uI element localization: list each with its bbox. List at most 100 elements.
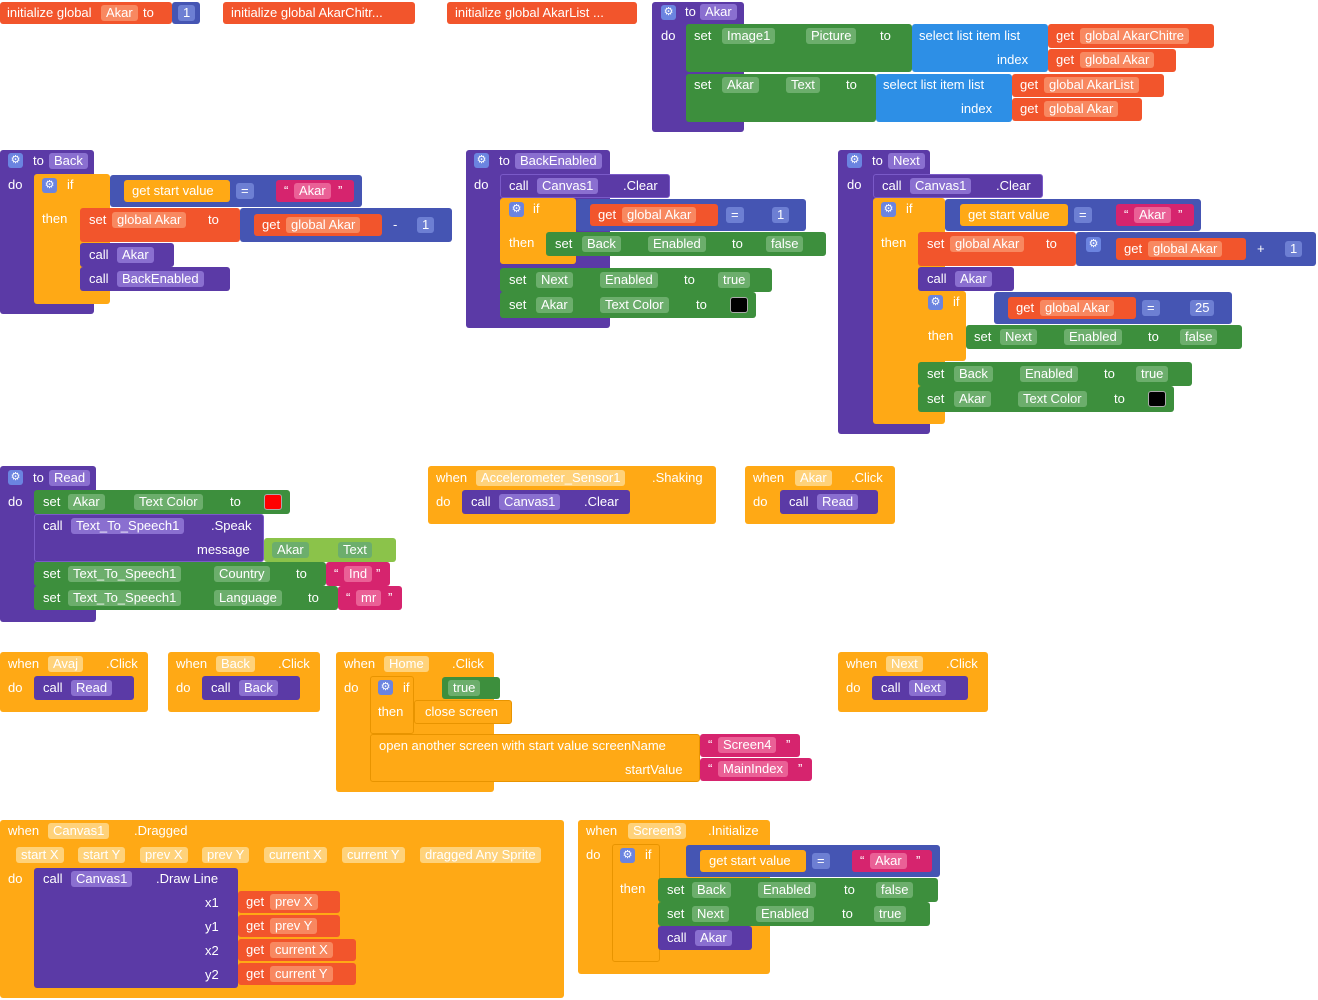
property-dropdown[interactable]: Enabled <box>648 236 706 252</box>
set-akar-textcolor-block[interactable]: set Akar Text Color to <box>34 490 290 514</box>
param-dragged-any-sprite[interactable]: dragged Any Sprite <box>420 847 541 863</box>
set-akar-textcolor-block[interactable]: set Akar Text Color to <box>500 292 756 318</box>
number-value[interactable]: 1 <box>772 207 790 223</box>
variable-dropdown[interactable]: global AkarChitre <box>1080 28 1189 44</box>
text-string-block[interactable]: “ Akar ” <box>852 850 932 872</box>
call-akar-block[interactable]: call Akar <box>80 243 174 267</box>
akar-text-getter-block[interactable]: Akar Text <box>264 538 396 562</box>
boolean-dropdown[interactable]: false <box>766 236 804 252</box>
operator-dropdown[interactable]: = <box>1074 207 1092 223</box>
component-dropdown[interactable]: Akar <box>954 391 991 407</box>
procedure-dropdown[interactable]: BackEnabled <box>117 271 204 287</box>
close-screen-block[interactable]: close screen <box>414 700 512 724</box>
component-dropdown[interactable]: Back <box>216 656 255 672</box>
color-swatch[interactable] <box>264 494 282 510</box>
boolean-true-block[interactable]: true <box>442 677 500 699</box>
set-image1-picture-block[interactable]: set Image1 Picture to <box>686 24 912 72</box>
text-value[interactable]: Ind <box>344 566 373 582</box>
init-global-akar-block[interactable]: initialize global Akar to <box>0 2 172 24</box>
text-value[interactable]: mr <box>356 590 382 606</box>
property-dropdown[interactable]: Enabled <box>758 882 816 898</box>
variable-name-field[interactable]: Akar <box>101 5 138 21</box>
component-dropdown[interactable]: Image1 <box>722 28 776 44</box>
property-dropdown[interactable]: Enabled <box>756 906 814 922</box>
boolean-dropdown[interactable]: true <box>718 272 751 288</box>
call-canvas-clear-block[interactable]: call Canvas1 .Clear <box>873 174 1043 198</box>
component-dropdown[interactable]: Akar <box>272 542 309 558</box>
call-akar-block[interactable]: call Akar <box>918 267 1014 291</box>
get-start-value-block[interactable]: get start value <box>700 850 806 872</box>
set-back-enabled-block[interactable]: set Back Enabled to false <box>658 878 938 902</box>
set-tts-language-block[interactable]: set Text_To_Speech1 Language to <box>34 586 338 610</box>
number-value[interactable]: 1 <box>417 217 435 233</box>
set-tts-country-block[interactable]: set Text_To_Speech1 Country to <box>34 562 326 586</box>
component-dropdown[interactable]: Text_To_Speech1 <box>71 518 185 534</box>
component-dropdown[interactable]: Canvas1 <box>48 823 110 839</box>
boolean-dropdown[interactable]: true <box>1136 366 1169 382</box>
get-prev-x-block[interactable]: get prev X <box>238 891 340 913</box>
variable-dropdown[interactable]: global Akar <box>1040 300 1115 316</box>
property-dropdown[interactable]: Text Color <box>600 297 669 313</box>
variable-dropdown[interactable]: prev X <box>270 894 318 910</box>
property-dropdown[interactable]: Text <box>786 77 820 93</box>
component-dropdown[interactable]: Next <box>536 272 573 288</box>
component-dropdown[interactable]: Canvas1 <box>71 871 133 887</box>
procedure-name[interactable]: Back <box>49 153 88 169</box>
call-backenabled-block[interactable]: call BackEnabled <box>80 267 230 291</box>
get-current-x-block[interactable]: get current X <box>238 939 356 961</box>
param-prev-y[interactable]: prev Y <box>202 847 250 863</box>
param-start-x[interactable]: start X <box>16 847 64 863</box>
event-back-click-block[interactable]: when Back .Click do <box>168 652 320 712</box>
param-start-y[interactable]: start Y <box>78 847 126 863</box>
gear-icon[interactable]: ⚙ <box>474 153 489 168</box>
variable-dropdown[interactable]: global Akar <box>286 217 361 233</box>
set-next-enabled-block[interactable]: set Next Enabled to true <box>658 902 930 926</box>
component-dropdown[interactable]: Home <box>384 656 429 672</box>
get-global-akar-block[interactable]: get global Akar <box>1048 49 1176 72</box>
variable-dropdown[interactable]: prev Y <box>270 918 318 934</box>
property-dropdown[interactable]: Enabled <box>1064 329 1122 345</box>
call-canvas-clear-block[interactable]: call Canvas1 .Clear <box>500 174 670 198</box>
gear-icon[interactable]: ⚙ <box>8 153 23 168</box>
number-value[interactable]: 1 <box>178 5 196 21</box>
call-next-block[interactable]: call Next <box>872 676 968 700</box>
variable-dropdown[interactable]: global Akar <box>112 212 187 228</box>
call-read-block[interactable]: call Read <box>34 676 134 700</box>
component-dropdown[interactable]: Canvas1 <box>537 178 599 194</box>
procedure-dropdown[interactable]: Read <box>71 680 113 696</box>
procedure-name[interactable]: Akar <box>700 4 737 20</box>
component-dropdown[interactable]: Akar <box>795 470 832 486</box>
component-dropdown[interactable]: Screen3 <box>628 823 687 839</box>
operator-dropdown[interactable]: = <box>812 853 830 869</box>
component-dropdown[interactable]: Text_To_Speech1 <box>68 566 182 582</box>
procedure-name[interactable]: BackEnabled <box>515 153 602 169</box>
boolean-dropdown[interactable]: true <box>874 906 907 922</box>
procedure-name[interactable]: Next <box>888 153 925 169</box>
procedure-dropdown[interactable]: Akar <box>955 271 992 287</box>
operator-dropdown[interactable]: = <box>726 207 744 223</box>
set-akar-text-block[interactable]: set Akar Text to <box>686 74 876 122</box>
get-current-y-block[interactable]: get current Y <box>238 963 356 985</box>
text-value[interactable]: Akar <box>294 183 331 199</box>
component-dropdown[interactable]: Next <box>886 656 923 672</box>
init-global-akarlist-block[interactable]: initialize global AkarList ... <box>447 2 637 24</box>
call-tts-speak-block[interactable]: call Text_To_Speech1 .Speak message <box>34 514 264 562</box>
component-dropdown[interactable]: Akar <box>536 297 573 313</box>
init-global-akarchitre-block[interactable]: initialize global AkarChitr... <box>223 2 415 24</box>
call-akar-block[interactable]: call Akar <box>658 926 752 950</box>
gear-icon[interactable]: ⚙ <box>1086 237 1101 252</box>
variable-dropdown[interactable]: global Akar <box>1148 241 1223 257</box>
set-back-enabled-block[interactable]: set Back Enabled to true <box>918 362 1192 386</box>
component-dropdown[interactable]: Text_To_Speech1 <box>68 590 182 606</box>
property-dropdown[interactable]: Picture <box>806 28 857 44</box>
operator-dropdown[interactable]: = <box>236 183 254 199</box>
procedure-dropdown[interactable]: Next <box>909 680 946 696</box>
get-global-akar-block[interactable]: get global Akar <box>1008 297 1136 319</box>
number-value[interactable]: 25 <box>1190 300 1215 316</box>
color-swatch[interactable] <box>1148 391 1166 407</box>
component-dropdown[interactable]: Next <box>1000 329 1037 345</box>
text-value[interactable]: Screen4 <box>718 737 777 753</box>
set-akar-textcolor-block[interactable]: set Akar Text Color to <box>918 386 1174 412</box>
text-string-block[interactable]: “ Ind ” <box>326 562 390 586</box>
get-prev-y-block[interactable]: get prev Y <box>238 915 340 937</box>
